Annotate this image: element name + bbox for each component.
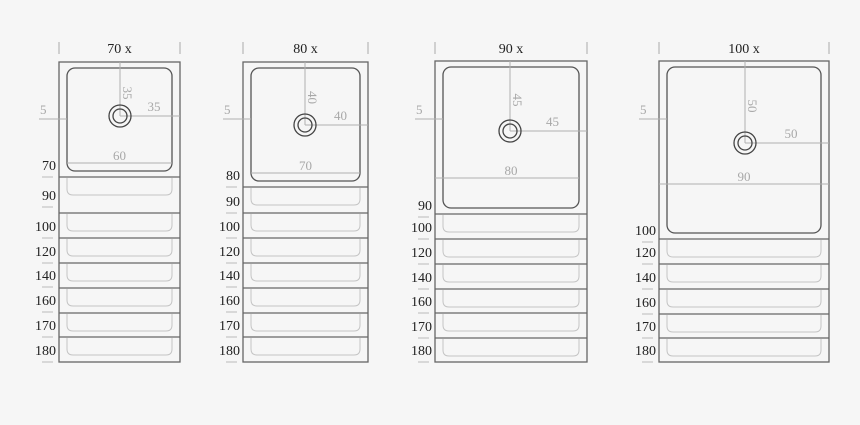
horizontal-dimension-label: 50	[785, 126, 798, 141]
drain-inner-icon	[112, 108, 128, 124]
height-label: 120	[219, 245, 240, 260]
margin-label: 5	[40, 102, 47, 117]
horizontal-dimension-label: 45	[546, 114, 559, 129]
drain-outer-icon	[498, 119, 522, 143]
margin-label: 5	[416, 102, 423, 117]
size-panel-90: 90 x 5 45 45 80 90 100 120 140 160 170 180	[411, 42, 588, 363]
height-label: 170	[35, 319, 56, 334]
height-label: 180	[35, 344, 56, 359]
vertical-dimension-label: 45	[510, 94, 525, 107]
height-label: 100	[35, 220, 56, 235]
drain-outer-icon	[108, 104, 132, 128]
height-label: 90	[42, 189, 56, 204]
drawer-outline	[250, 289, 361, 307]
drain-inner-icon	[297, 117, 313, 133]
vertical-dimension-label: 40	[305, 91, 320, 104]
drain-inner-icon	[502, 123, 518, 139]
drawer-outline	[442, 240, 580, 258]
drawer-outline	[250, 239, 361, 257]
height-label: 170	[635, 320, 656, 335]
drawer-outline	[442, 215, 580, 233]
height-label: 140	[35, 269, 56, 284]
size-panel-70: 70 x 5 35 35 60 70 90 100 120 140 160 170 180	[35, 42, 181, 363]
basin-outline	[442, 66, 580, 209]
height-label: 180	[635, 344, 656, 359]
height-label: 120	[411, 246, 432, 261]
drawer-outline	[250, 314, 361, 332]
drawer-outline	[666, 339, 822, 357]
height-label: 70	[42, 159, 56, 174]
height-label: 120	[635, 246, 656, 261]
height-label: 90	[418, 199, 432, 214]
width-label: 80 x	[293, 42, 318, 57]
inner-width-label: 60	[113, 148, 126, 163]
drawer-outline	[250, 214, 361, 232]
height-label: 160	[635, 296, 656, 311]
inner-width-label: 80	[505, 163, 518, 178]
height-label: 180	[219, 344, 240, 359]
drawer-outline	[66, 314, 173, 332]
drawer-outline	[442, 265, 580, 283]
width-label: 100 x	[728, 42, 760, 57]
size-panel-100: 100 x 5 50 50 90 100 120 140 160 170 180	[635, 42, 830, 363]
height-label: 170	[219, 319, 240, 334]
drawer-outline	[66, 289, 173, 307]
height-label: 90	[226, 195, 240, 210]
margin-label: 5	[640, 102, 647, 117]
height-label: 80	[226, 169, 240, 184]
drawer-outline	[66, 178, 173, 196]
drawer-outline	[442, 290, 580, 308]
drawer-outline	[66, 239, 173, 257]
vertical-dimension-label: 35	[120, 87, 135, 100]
inner-width-label: 90	[738, 169, 751, 184]
drawer-outline	[66, 338, 173, 356]
size-panel-80: 80 x 5 40 40 70 80 90 100 120 140 160 170 180	[219, 42, 369, 363]
drawer-outline	[66, 264, 173, 282]
height-label: 180	[411, 344, 432, 359]
horizontal-dimension-label: 40	[334, 108, 347, 123]
outer-frame	[434, 60, 588, 363]
drain-outer-icon	[293, 113, 317, 137]
vertical-dimension-label: 50	[745, 100, 760, 113]
drawer-outline	[250, 188, 361, 206]
drawer-outline	[442, 314, 580, 332]
height-label: 140	[411, 271, 432, 286]
drawer-outline	[66, 214, 173, 232]
margin-label: 5	[224, 102, 231, 117]
horizontal-dimension-label: 35	[148, 99, 161, 114]
drain-outer-icon	[733, 131, 757, 155]
height-label: 100	[411, 221, 432, 236]
basin-outline	[666, 66, 822, 234]
width-label: 90 x	[499, 42, 524, 57]
height-label: 170	[411, 320, 432, 335]
inner-width-label: 70	[299, 158, 312, 173]
height-label: 100	[219, 220, 240, 235]
drawer-outline	[250, 264, 361, 282]
height-label: 160	[411, 295, 432, 310]
drawer-outline	[666, 315, 822, 333]
outer-frame	[658, 60, 830, 363]
drawer-outline	[666, 265, 822, 283]
drawer-outline	[250, 338, 361, 356]
drain-inner-icon	[737, 135, 753, 151]
drawer-outline	[666, 240, 822, 258]
width-label: 70 x	[107, 42, 132, 57]
height-label: 160	[219, 294, 240, 309]
height-label: 140	[219, 269, 240, 284]
height-label: 160	[35, 294, 56, 309]
height-label: 120	[35, 245, 56, 260]
height-label: 140	[635, 271, 656, 286]
height-label: 100	[635, 224, 656, 239]
drawer-outline	[666, 290, 822, 308]
drawer-outline	[442, 339, 580, 357]
